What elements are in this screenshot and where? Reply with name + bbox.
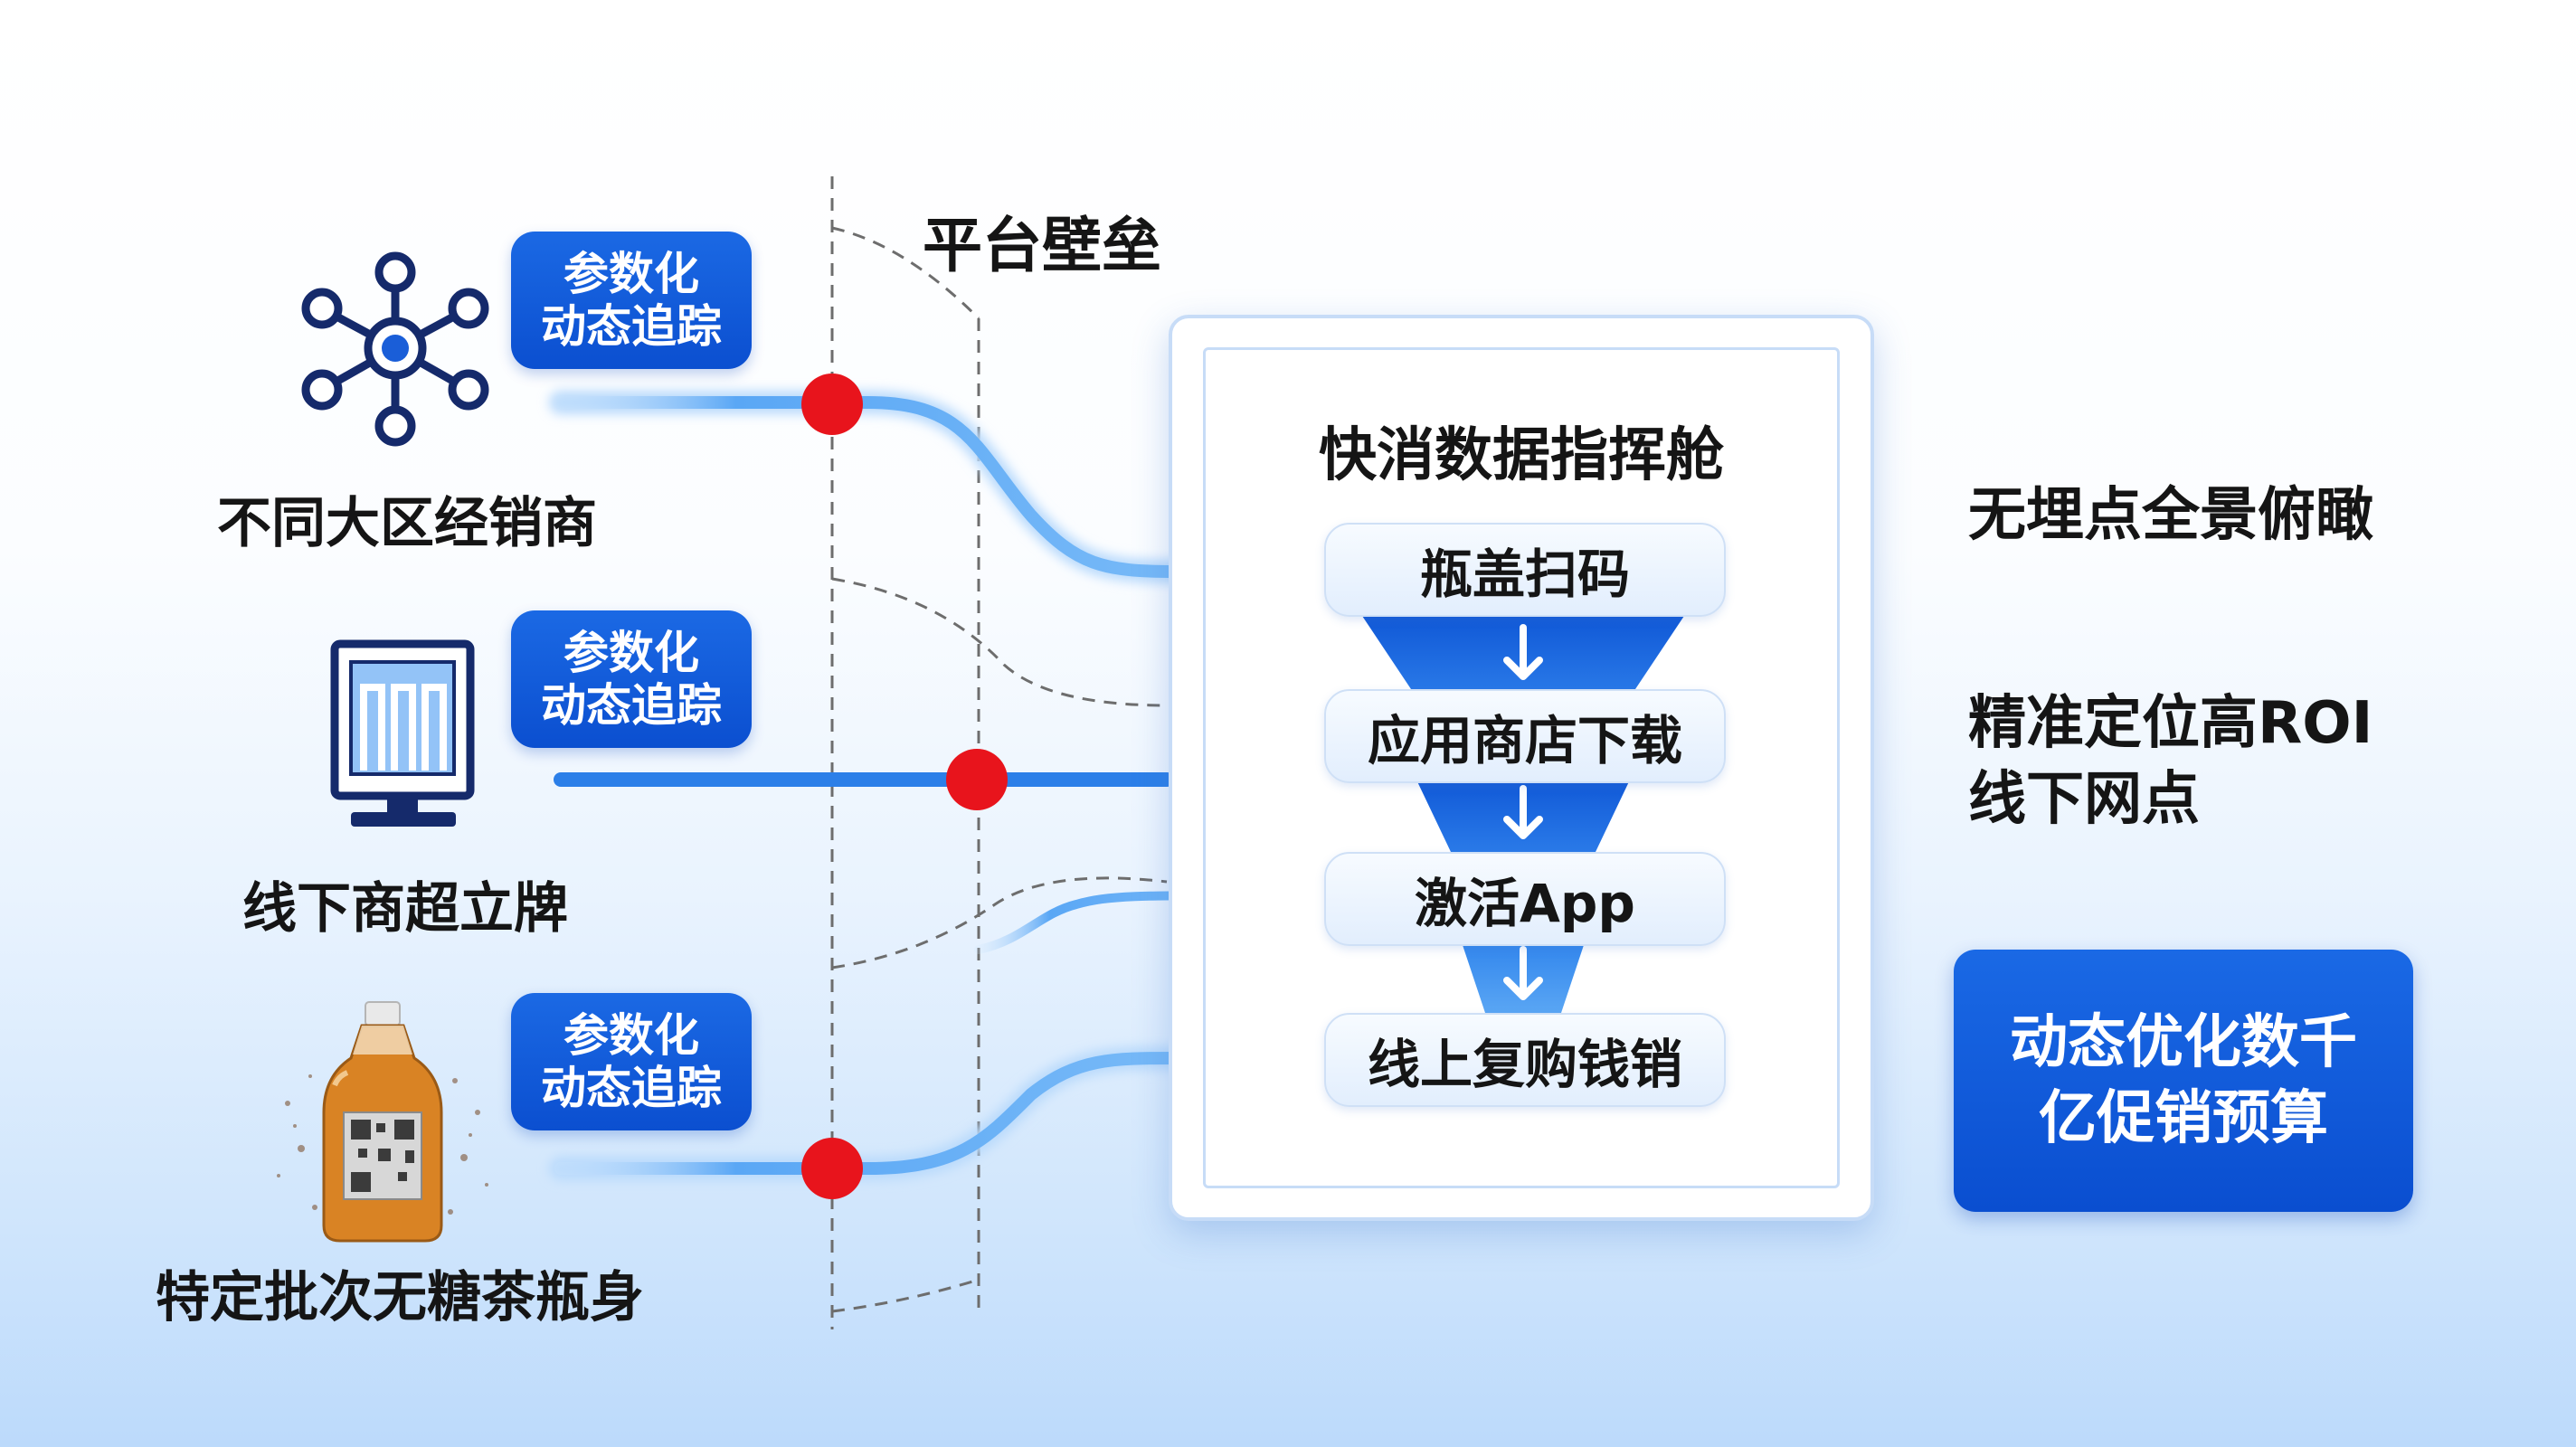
budget-optimization-card: 动态优化数千 亿促销预算	[1954, 950, 2413, 1212]
beam-4	[554, 1052, 1268, 1175]
wall-bottom-curve	[831, 1278, 980, 1313]
checkpoint-dot-3	[801, 1138, 863, 1199]
checkpoints	[801, 374, 1008, 1199]
source-label-store-display: 线下商超立牌	[242, 877, 568, 941]
benefit-high-roi-line1: 精准定位高ROI	[1968, 690, 2373, 757]
step-scan-cap: 瓶盖扫码	[1324, 523, 1726, 617]
wall-lower-divider	[831, 876, 1168, 969]
down-arrow-icon	[1503, 785, 1543, 839]
beam-1	[554, 396, 1268, 578]
display-monitor-icon	[330, 639, 475, 827]
tracking-badge-3: 参数化 动态追踪	[511, 993, 752, 1130]
checkpoint-dot-1	[801, 374, 863, 435]
badge-line1: 参数化	[564, 1009, 699, 1062]
wall-title: 平台壁垒	[923, 211, 1161, 280]
benefit-panoramic-view: 无埋点全景俯瞰	[1968, 482, 2373, 549]
budget-line2: 亿促销预算	[2039, 1085, 2328, 1152]
flow-beams	[547, 391, 1274, 1180]
cockpit-title: 快消数据指挥舱	[1319, 422, 1724, 489]
step-activate-app: 激活App	[1324, 852, 1726, 946]
badge-line2: 动态追踪	[541, 300, 722, 353]
benefit-high-roi-line2: 线下网点	[1968, 766, 2200, 833]
badge-line1: 参数化	[564, 248, 699, 300]
badge-line2: 动态追踪	[541, 1062, 722, 1114]
step-app-store-download: 应用商店下载	[1324, 689, 1726, 783]
tea-bottle-icon	[277, 1001, 488, 1243]
network-hub-icon	[301, 251, 489, 447]
funnel-graphic	[1360, 613, 1686, 1013]
wall-upper-divider	[831, 577, 1168, 707]
checkpoint-dot-2	[946, 749, 1008, 810]
tracking-badge-1: 参数化 动态追踪	[511, 232, 752, 369]
down-arrow-icon	[1503, 946, 1543, 1000]
cockpit-panel-inner-frame	[1203, 347, 1840, 1188]
source-label-distributors: 不同大区经销商	[217, 492, 597, 555]
step-online-repurchase: 线上复购钱销	[1324, 1013, 1726, 1107]
badge-line2: 动态追踪	[541, 679, 722, 732]
badge-line1: 参数化	[564, 627, 699, 679]
source-label-tea-bottle: 特定批次无糖茶瓶身	[156, 1266, 644, 1329]
budget-line1: 动态优化数千	[2010, 1009, 2357, 1076]
down-arrow-icon	[1503, 624, 1543, 680]
beam-1-glow	[549, 391, 1274, 583]
tracking-badge-2: 参数化 动态追踪	[511, 610, 752, 748]
